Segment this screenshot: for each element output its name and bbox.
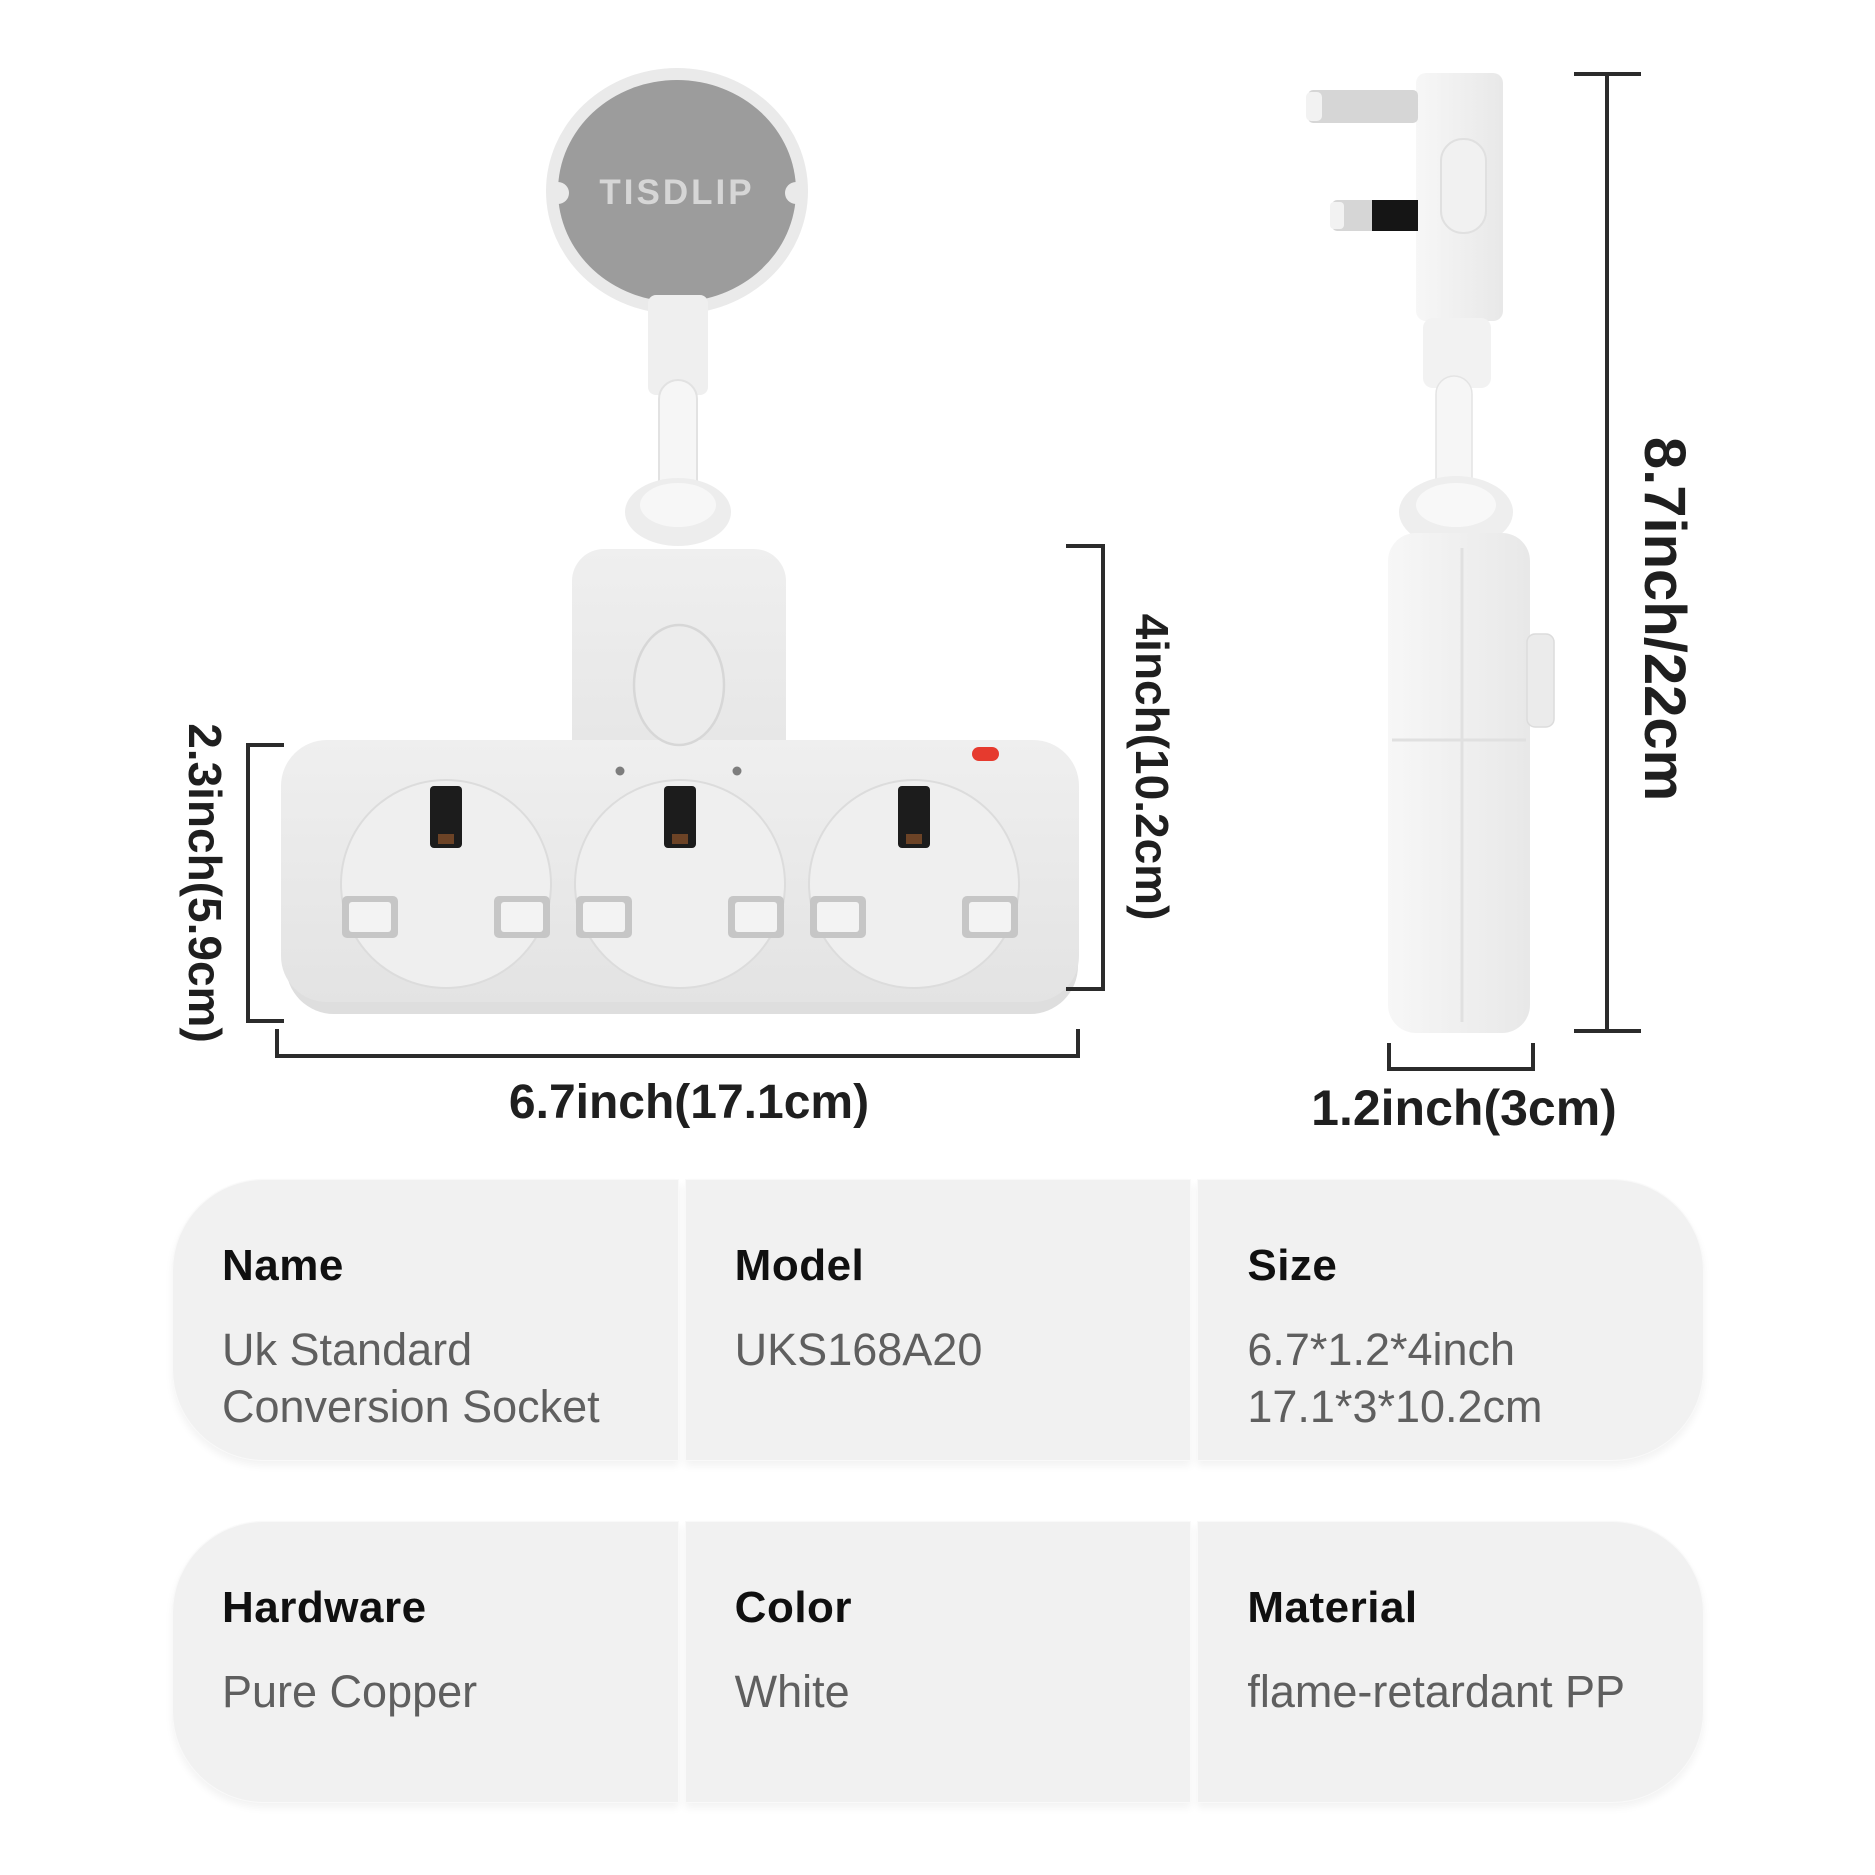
earth-slot [664,786,696,848]
line-pin [1332,200,1382,231]
dim-label-side-height: 8.7inch/22cm [1632,436,1697,802]
spec-value-name-line2: Conversion Socket [222,1381,600,1432]
spec-label-size: Size [1247,1241,1338,1290]
badge-notch-left [547,182,569,204]
spec-value-model: UKS168A20 [734,1324,983,1375]
dim-label-side-depth: 1.2inch(3cm) [1311,1080,1617,1136]
earth-slot [430,786,462,848]
spec-value-size-line2: 17.1*3*10.2cm [1247,1381,1543,1432]
brand-badge-disc [558,80,796,302]
spec-value-material: flame-retardant PP [1247,1666,1626,1717]
spec-cell-model: Model UKS168A20 [684,1179,1192,1461]
front-view-illustration [281,68,1079,1014]
bracket-side-bottom [1387,1043,1535,1071]
earth-pin [1308,90,1418,123]
pilot-dot-right [732,766,742,776]
plug-head-detent [1440,138,1487,234]
badge-notch-right [785,182,807,204]
earth-slot [898,786,930,848]
spec-label-name: Name [222,1241,344,1290]
spec-cell-name: Name Uk Standard Conversion Socket [172,1179,679,1461]
dimension-lines [246,72,1641,1071]
spec-cell-hardware: Hardware Pure Copper [172,1521,679,1803]
pilot-dot-left [615,766,625,776]
spec-value-size-line1: 6.7*1.2*4inch [1247,1324,1516,1375]
reset-button [632,623,726,747]
spec-cell-size: Size 6.7*1.2*4inch 17.1*3*10.2cm [1197,1179,1705,1461]
spec-cell-material: Material flame-retardant PP [1197,1521,1705,1803]
dim-label-width: 6.7inch(17.1cm) [508,1076,870,1129]
spec-label-color: Color [734,1583,853,1632]
plug-stem [648,295,708,395]
spec-label-hardware: Hardware [222,1583,427,1632]
plug-stub [1423,318,1491,388]
spec-label-model: Model [734,1241,865,1290]
bracket-front-right [1066,544,1105,991]
brand-badge-text: TISDLIP [599,173,755,212]
pin-sleeve [1372,200,1418,231]
side-view-illustration [1306,73,1555,1033]
spec-value-hardware: Pure Copper [222,1666,478,1717]
dim-label-total-height: 4inch(10.2cm) [1126,613,1178,921]
uk-socket-1 [340,779,552,989]
spec-value-name-line1: Uk Standard [222,1324,473,1375]
spec-label-material: Material [1247,1583,1418,1632]
spec-table-row-1: Name Uk Standard Conversion Socket Model… [172,1179,1705,1461]
side-switch [1526,633,1555,728]
spec-cell-color: Color White [684,1521,1192,1803]
body-side [1388,533,1530,1033]
spec-table-row-2: Hardware Pure Copper Color White Materia… [172,1521,1705,1803]
bracket-front-left [246,743,284,1023]
spec-value-color: White [734,1666,850,1717]
dim-label-socket-height: 2.3inch(5.9cm) [179,723,231,1043]
power-led [972,747,999,761]
uk-socket-3 [808,779,1020,989]
bracket-front-bottom [275,1029,1080,1058]
uk-socket-2 [574,779,786,989]
